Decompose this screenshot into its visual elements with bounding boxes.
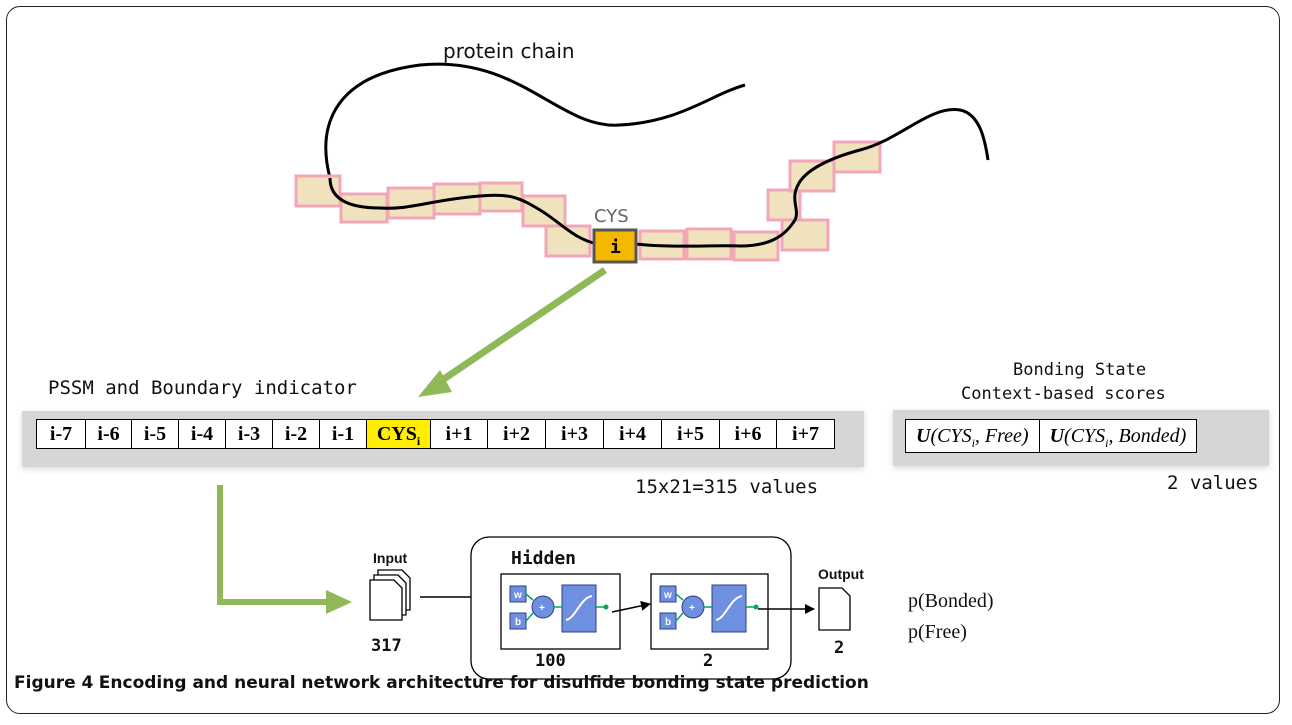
w-label: w [513,590,522,601]
layer-2-internals [659,584,759,633]
window-cell: i-4 [179,420,226,448]
window-cell: i-3 [226,420,273,448]
window-cell: i+6 [720,420,777,448]
cys-cell-text: CYS [376,423,417,445]
protein-chain-label: protein chain [443,39,575,63]
caption-label: Figure 4 [14,673,94,693]
residue-box [788,159,836,193]
green-arrow-shaft [433,267,607,388]
window-cell: i+2 [488,420,546,448]
p-bonded-label: p(Bonded) [908,590,994,612]
window-cell: i+1 [431,420,488,448]
input-label: Input [373,550,408,566]
window-cell: i+7 [792,423,819,445]
window-cell: i-2 [273,420,320,448]
b-label: b [665,617,671,628]
window-cell-cys: CYSi [367,420,431,448]
input-doc-icon [369,569,411,621]
residue-box [294,174,342,208]
w-label: w [663,590,672,601]
score-free-fn: U [916,425,931,447]
plus-label: + [539,603,545,614]
score-free-sub: i [971,436,975,450]
window-title: PSSM and Boundary indicator [48,377,357,399]
score-bonded-cell: U(CYSi, Bonded) [1040,420,1197,452]
green-arrow-head [418,370,452,397]
output-count: 2 [834,638,845,658]
hidden-label: Hidden [511,548,577,569]
input-count: 317 [371,636,402,656]
output-label: Output [818,566,864,582]
cys-label: CYS [594,206,629,227]
cys-cell-subscript: i [416,434,421,448]
window-cell: i+3 [546,420,604,448]
caption-text: Encoding and neural network architecture… [98,673,869,693]
score-bonded-arg: (CYS [1064,425,1106,447]
p-free-label: p(Free) [908,621,967,643]
figure-frame [6,6,1280,714]
hidden-layer-1-box [500,573,621,650]
score-bonded-fn: U [1049,425,1065,447]
window-count-label: 15x21=315 values [635,476,819,498]
b-label: b [515,617,521,628]
window-cell: i+4 [604,420,662,448]
output-doc-icon [818,587,851,631]
score-cells: U(CYSi, Free) U(CYSi, Bonded) [905,419,1198,453]
residue-box [685,227,733,261]
score-bonded-sub: i [1105,436,1109,450]
figure-caption: Figure 4 Encoding and neural network arc… [10,670,1272,710]
hidden-layer-2-box [650,573,769,650]
plus-label: + [689,603,695,614]
green-l-arrow [217,485,330,605]
window-cell: i-1 [320,420,367,448]
residue-box [780,218,830,252]
protein-chain-through-residues [328,108,990,248]
score-bonded-rest: , Bonded) [1108,425,1187,447]
scores-count-label: 2 values [1167,472,1259,494]
layer-1-internals [509,584,609,633]
cys-residue-box [592,228,638,264]
window-cells: i-7 i-6 i-5 i-4 i-3 i-2 i-1 CYSi i+1 i+2… [36,419,835,449]
window-cell: i-6 [86,420,132,448]
layer-2-count: 2 [703,651,714,671]
arrow-layer1-to-layer2 [611,600,651,613]
window-cell: i-5 [132,420,179,448]
protein-chain-left-loop [324,62,746,179]
score-free-arg: (CYS [930,425,972,447]
scores-title-line1: Bonding State [1013,360,1147,380]
score-free-cell: U(CYSi, Free) [906,420,1040,452]
scores-title-line2: Context-based scores [961,384,1166,404]
window-cell: i+5 [662,420,720,448]
score-free-rest: , Free) [974,425,1029,447]
window-cell: i-7 [37,420,86,448]
cys-index-label: i [610,237,621,258]
layer-1-count: 100 [535,651,566,671]
green-l-arrow-head [326,590,352,614]
